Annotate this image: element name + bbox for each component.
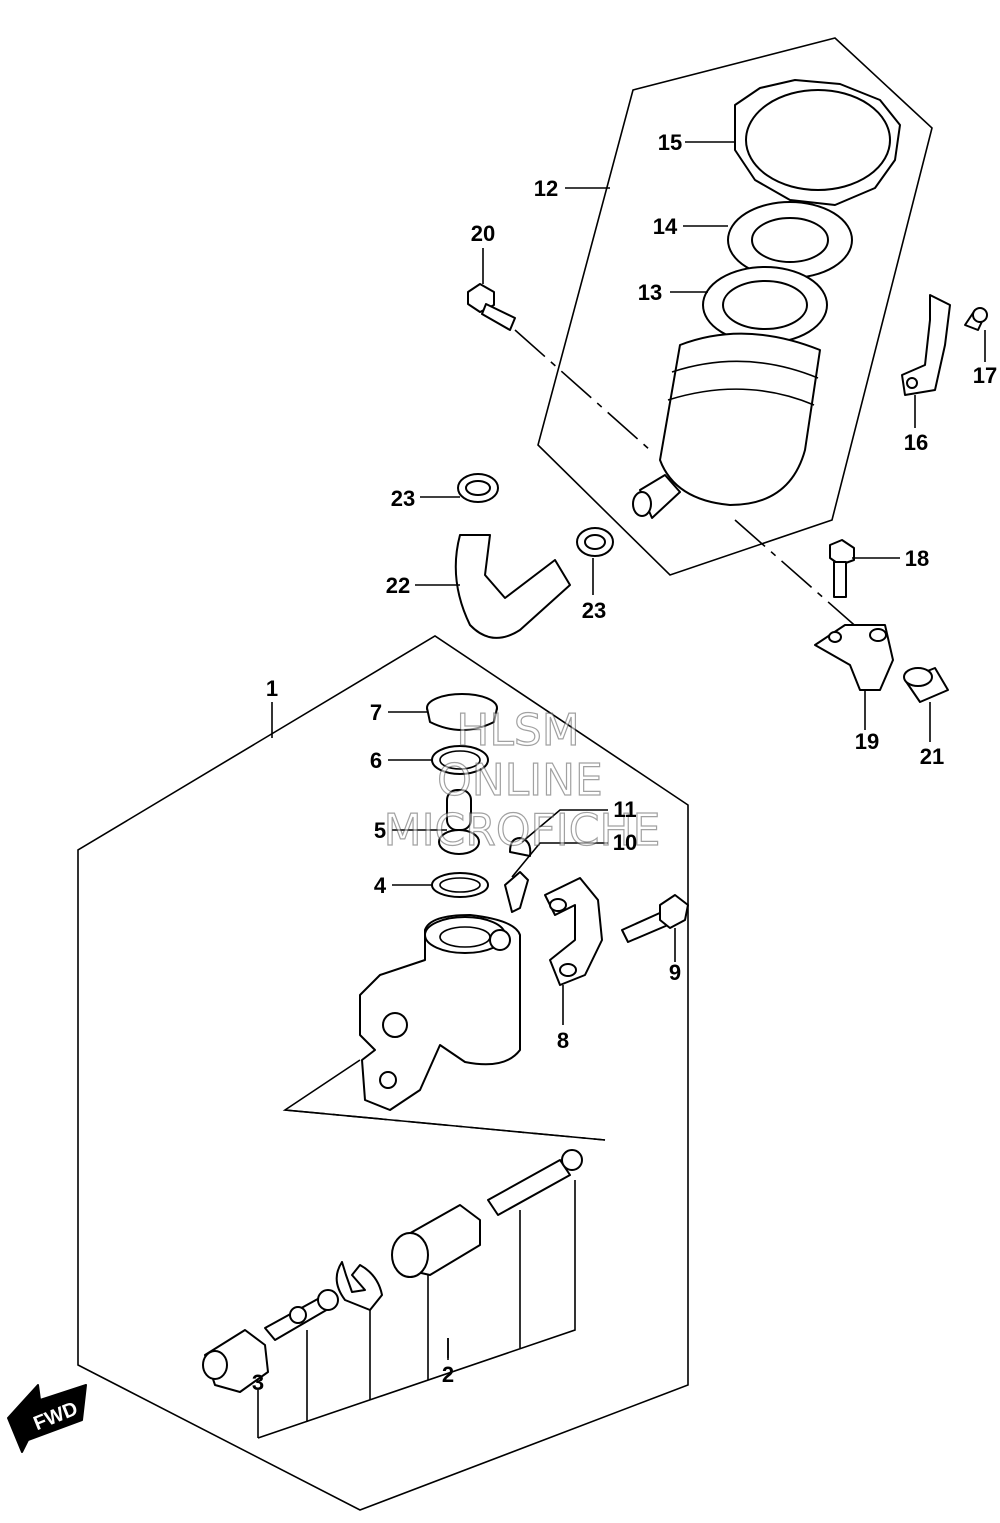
watermark-line2: ONLINE [437,755,603,806]
grommet-21[interactable] [903,667,949,703]
callout-19: 19 [855,729,879,754]
callout-2: 2 [442,1362,454,1387]
hose-clamp-23-lower[interactable] [576,527,614,557]
callout-6: 6 [370,748,382,773]
callout-10: 10 [613,830,637,855]
push-rod[interactable] [264,1289,339,1341]
circlip-small[interactable] [335,1261,383,1311]
callout-1: 1 [266,676,278,701]
centerline-bracket-19 [734,519,861,631]
spring[interactable] [487,1149,583,1216]
centerline-bolt-20 [514,329,651,451]
diaphragm-plate[interactable] [727,201,853,279]
piston-set-bracket [257,1180,576,1439]
callout-15: 15 [658,130,682,155]
callout-5: 5 [374,818,386,843]
fwd-arrow-icon: FWD [7,1384,87,1453]
bolt-20[interactable] [467,283,516,331]
callout-12: 12 [534,176,558,201]
o-ring-4[interactable] [431,872,489,898]
bracket-19[interactable] [814,624,894,691]
cap-7[interactable] [426,693,498,731]
watermark: HLSM ONLINE MICROFICHE [383,704,661,856]
callout-11: 11 [613,797,636,822]
holder-8[interactable] [544,877,603,986]
clamp-16[interactable] [901,294,951,396]
bleeder-valve-10[interactable] [504,871,529,913]
callout-9: 9 [669,960,681,985]
piston-cup[interactable] [391,1204,481,1278]
diaphragm[interactable] [702,266,828,344]
callout-14: 14 [653,214,678,239]
bolt-9[interactable] [621,894,689,943]
callout-4: 4 [374,873,387,898]
bolt-18[interactable] [829,539,855,598]
callout-20: 20 [471,221,495,246]
reservoir-tank[interactable] [632,332,821,519]
callout-21: 21 [920,744,944,769]
hose-clamp-23-upper[interactable] [457,473,499,503]
callout-13: 13 [638,280,662,305]
reservoir-hose[interactable] [454,534,571,639]
reservoir-cap[interactable] [734,79,901,206]
boot-3[interactable] [202,1329,269,1393]
master-cylinder-group-outline [77,635,689,1511]
callout-labels: 1 2 3 4 5 6 7 8 9 10 11 12 13 14 15 16 1… [252,130,997,1395]
callout-22: 22 [386,573,410,598]
watermark-line1: HLSM [456,705,580,756]
reservoir-group-outline [537,37,933,576]
callout-16: 16 [904,430,928,455]
leader-lines [271,141,986,1360]
callout-23-upper: 23 [391,486,415,511]
callout-3: 3 [252,1370,264,1395]
callout-8: 8 [557,1028,569,1053]
connector-5[interactable] [438,789,480,855]
watermark-line3: MICROFICHE [384,805,661,856]
screw-17[interactable] [964,307,988,331]
master-cylinder-body[interactable] [359,914,521,1111]
body-section-line [282,1059,606,1141]
callout-18: 18 [905,546,929,571]
cap-11[interactable] [509,837,532,857]
callout-23-lower: 23 [582,598,606,623]
callout-7: 7 [370,700,382,725]
callout-17: 17 [973,363,997,388]
